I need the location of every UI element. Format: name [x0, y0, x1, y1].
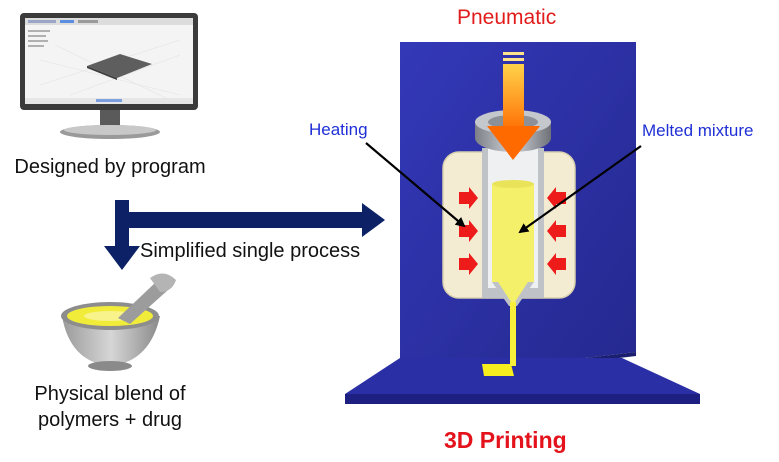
heating-label: Heating	[309, 120, 368, 139]
pneumatic-arrow	[487, 52, 540, 160]
pneumatic-label: Pneumatic	[457, 6, 557, 29]
single-process-arrows	[104, 200, 385, 270]
extrusion-filament	[510, 302, 516, 366]
heating-pointer	[365, 142, 466, 228]
physical-blend-line1: Physical blend of	[34, 383, 186, 405]
physical-blend-line2: polymers + drug	[38, 409, 182, 431]
melted-mixture-label: Melted mixture	[642, 121, 754, 140]
printer-base	[345, 358, 700, 394]
mortar-pestle-icon	[61, 273, 176, 371]
3d-printing-title: 3D Printing	[444, 427, 567, 453]
simplified-process-label: Simplified single process	[140, 240, 361, 262]
monitor-icon	[20, 13, 198, 139]
physical-blend-caption: Physical blend of polymers + drug	[0, 381, 220, 433]
melted-pointer	[518, 145, 642, 234]
melted-mixture-fill	[492, 184, 534, 282]
printer-3d	[345, 42, 700, 404]
heating-arrows	[459, 187, 566, 275]
printed-square	[482, 364, 514, 376]
designed-by-program-label: Designed by program	[14, 156, 206, 178]
